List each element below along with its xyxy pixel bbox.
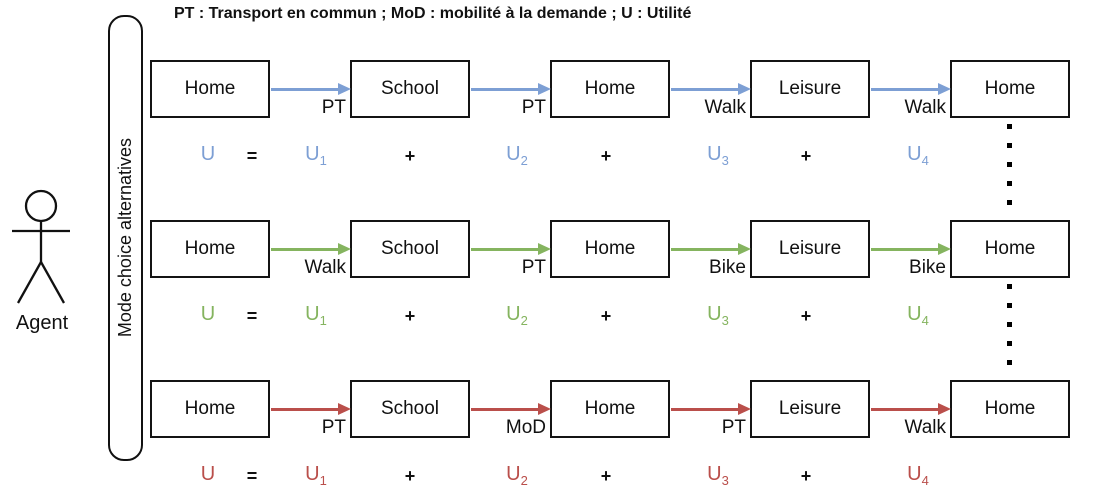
trip-arrow-icon xyxy=(671,242,751,256)
plus-sign: + xyxy=(600,306,612,326)
mode-label: MoD xyxy=(505,417,546,438)
trip-arrow-icon xyxy=(471,402,551,416)
plus-sign: + xyxy=(404,466,416,486)
mode-label: PT xyxy=(321,97,346,118)
plus-sign: + xyxy=(600,146,612,166)
trip-arrow-icon xyxy=(671,82,751,96)
utility-total: U xyxy=(200,463,216,485)
mode-label: PT xyxy=(721,417,746,438)
activity-box-school: School xyxy=(350,60,470,118)
mode-label: Bike xyxy=(909,257,946,278)
trip-arrow-icon xyxy=(671,402,751,416)
equals-sign: = xyxy=(246,306,258,326)
plus-sign: + xyxy=(404,306,416,326)
plus-sign: + xyxy=(800,146,812,166)
mode-label: PT xyxy=(521,97,546,118)
equals-sign: = xyxy=(246,146,258,166)
utility-term: U2 xyxy=(506,303,528,328)
legend-title: PT : Transport en commun ; MoD : mobilit… xyxy=(174,5,692,22)
trip-arrow-icon xyxy=(271,82,351,96)
mode-label: Walk xyxy=(304,257,346,278)
plus-sign: + xyxy=(800,466,812,486)
trip-arrow-icon xyxy=(271,402,351,416)
utility-term: U1 xyxy=(305,463,327,488)
trip-arrow-icon xyxy=(871,402,951,416)
mode-label: Walk xyxy=(904,417,946,438)
activity-box-home: Home xyxy=(550,380,670,438)
activity-box-home: Home xyxy=(950,220,1070,278)
mode-choice-panel: Mode choice alternatives xyxy=(108,15,143,461)
utility-term: U1 xyxy=(305,143,327,168)
mode-label: PT xyxy=(521,257,546,278)
plus-sign: + xyxy=(404,146,416,166)
activity-box-school: School xyxy=(350,220,470,278)
ellipsis-connector xyxy=(1007,284,1012,376)
utility-total: U xyxy=(200,303,216,325)
activity-box-home: Home xyxy=(150,60,270,118)
activity-box-school: School xyxy=(350,380,470,438)
activity-box-home: Home xyxy=(550,220,670,278)
agent-label: Agent xyxy=(15,312,69,334)
trip-arrow-icon xyxy=(471,242,551,256)
trip-arrow-icon xyxy=(871,82,951,96)
utility-term: U2 xyxy=(506,463,528,488)
utility-term: U4 xyxy=(907,143,929,168)
activity-box-home: Home xyxy=(550,60,670,118)
utility-term: U2 xyxy=(506,143,528,168)
plus-sign: + xyxy=(800,306,812,326)
utility-total: U xyxy=(200,143,216,165)
activity-box-leisure: Leisure xyxy=(750,60,870,118)
activity-box-home: Home xyxy=(950,380,1070,438)
activity-box-home: Home xyxy=(150,220,270,278)
plus-sign: + xyxy=(600,466,612,486)
mode-label: Bike xyxy=(709,257,746,278)
trip-arrow-icon xyxy=(271,242,351,256)
utility-term: U1 xyxy=(305,303,327,328)
activity-box-home: Home xyxy=(150,380,270,438)
equals-sign: = xyxy=(246,466,258,486)
activity-box-leisure: Leisure xyxy=(750,220,870,278)
mode-label: PT xyxy=(321,417,346,438)
utility-term: U4 xyxy=(907,463,929,488)
agent-figure-icon xyxy=(12,189,70,304)
utility-term: U4 xyxy=(907,303,929,328)
mode-choice-panel-label: Mode choice alternatives xyxy=(115,138,135,338)
utility-term: U3 xyxy=(707,303,729,328)
mode-label: Walk xyxy=(904,97,946,118)
mode-label: Walk xyxy=(704,97,746,118)
trip-arrow-icon xyxy=(471,82,551,96)
trip-arrow-icon xyxy=(871,242,951,256)
activity-box-leisure: Leisure xyxy=(750,380,870,438)
utility-term: U3 xyxy=(707,143,729,168)
ellipsis-connector xyxy=(1007,124,1012,216)
activity-box-home: Home xyxy=(950,60,1070,118)
utility-term: U3 xyxy=(707,463,729,488)
